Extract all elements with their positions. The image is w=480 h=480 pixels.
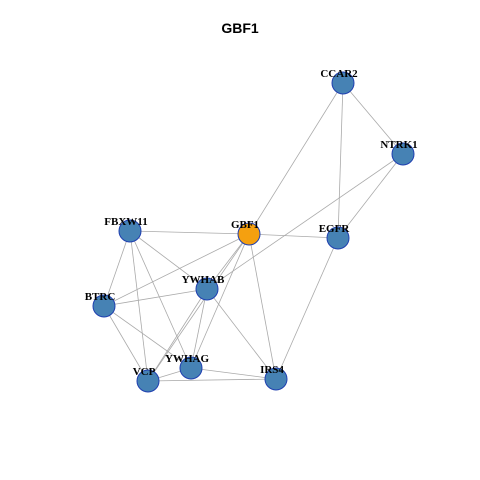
node-gbf1: GBF1	[231, 219, 261, 246]
edge-ntrk1-ywhab	[206, 153, 404, 290]
edge-btrc-vcp	[103, 305, 149, 382]
node-ccar2: CCAR2	[320, 68, 358, 95]
node-label: YWHAG	[165, 353, 209, 365]
node-egfr: EGFR	[319, 223, 351, 250]
node-label: GBF1	[231, 219, 259, 231]
node-label: EGFR	[319, 223, 351, 235]
node-label: IRS4	[260, 364, 284, 376]
node-circle	[92, 294, 116, 318]
node-circle	[136, 369, 160, 393]
node-btrc: BTRC	[85, 291, 116, 318]
edge-ccar2-egfr	[337, 82, 344, 239]
node-ywhab: YWHAB	[182, 274, 225, 301]
node-circle	[179, 356, 203, 380]
node-label: VCP	[133, 366, 156, 378]
edge-btrc-ywhag	[103, 305, 192, 369]
edge-egfr-irs4	[275, 237, 339, 380]
node-circle	[195, 277, 219, 301]
edge-btrc-ywhab	[103, 288, 208, 307]
node-label: CCAR2	[320, 68, 358, 80]
edge-fbxw11-ywhab	[129, 230, 208, 290]
node-ntrk1: NTRK1	[380, 139, 418, 166]
node-label: YWHAB	[182, 274, 225, 286]
edge-gbf1-vcp	[147, 233, 250, 382]
edge-fbxw11-vcp	[129, 230, 149, 382]
node-fbxw11: FBXW11	[104, 216, 148, 243]
edge-ywhab-ywhag	[190, 288, 208, 369]
node-label: FBXW11	[104, 216, 147, 228]
edge-vcp-irs4	[147, 378, 277, 382]
edge-gbf1-btrc	[103, 233, 250, 307]
edge-ccar2-ntrk1	[342, 82, 404, 155]
node-circle	[331, 71, 355, 95]
node-circle	[326, 226, 350, 250]
node-ywhag: YWHAG	[165, 353, 209, 380]
edge-gbf1-ywhag	[190, 233, 250, 369]
edge-ntrk1-egfr	[337, 153, 404, 239]
node-circle	[118, 219, 142, 243]
node-label: BTRC	[85, 291, 116, 303]
edge-gbf1-egfr	[248, 233, 339, 239]
node-circle	[237, 222, 261, 246]
edge-gbf1-ywhab	[206, 233, 250, 290]
edge-layer	[103, 82, 404, 382]
edge-gbf1-fbxw11	[129, 230, 250, 235]
edge-ywhab-irs4	[206, 288, 277, 380]
edge-ywhag-irs4	[190, 367, 277, 380]
edge-ywhab-vcp	[147, 288, 208, 382]
edge-gbf1-ccar2	[248, 82, 344, 235]
edge-gbf1-irs4	[248, 233, 277, 380]
diagram-title: GBF1	[221, 20, 259, 36]
node-label: NTRK1	[380, 139, 417, 151]
node-vcp: VCP	[133, 366, 160, 393]
node-circle	[391, 142, 415, 166]
edge-fbxw11-ywhag	[129, 230, 192, 369]
node-circle	[264, 367, 288, 391]
node-irs4: IRS4	[260, 364, 288, 391]
edge-fbxw11-btrc	[103, 230, 131, 307]
